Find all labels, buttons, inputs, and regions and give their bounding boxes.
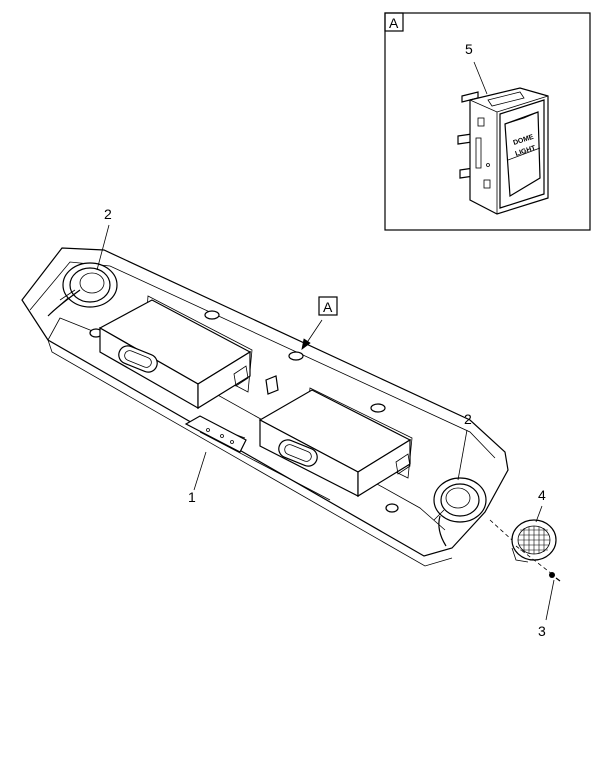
speaker-left [47,262,118,317]
callout-2-right: 2 [464,411,472,427]
detail-label-box [384,12,404,32]
callout-2-left: 2 [104,206,112,222]
callout-1: 1 [188,489,196,505]
storage-compartment-left [98,295,253,410]
callout-4: 4 [538,487,546,503]
plug [288,351,304,361]
callout-3: 3 [538,623,546,639]
callouts: 2 1 2 4 3 [96,206,555,639]
center-tab [265,375,279,395]
leader-5 [473,61,488,95]
mounting-bracket [184,415,247,453]
plug [204,310,220,320]
plug [385,503,399,513]
detail-label: A [389,15,399,31]
plug [370,403,386,413]
dome-light-switch: DOME LIGHT [457,87,549,215]
speaker-right [433,477,487,547]
storage-compartment-right [258,387,413,498]
assembly-centerline [489,519,553,575]
detail-view-a: A 5 DOME LIGHT [384,12,591,231]
overhead-console [21,247,509,567]
reference-flag-a: A [301,296,338,350]
callout-5: 5 [465,41,473,57]
reference-flag-label: A [323,299,333,315]
speaker-grille [511,519,557,563]
detail-frame [384,12,591,231]
screw [549,572,561,582]
